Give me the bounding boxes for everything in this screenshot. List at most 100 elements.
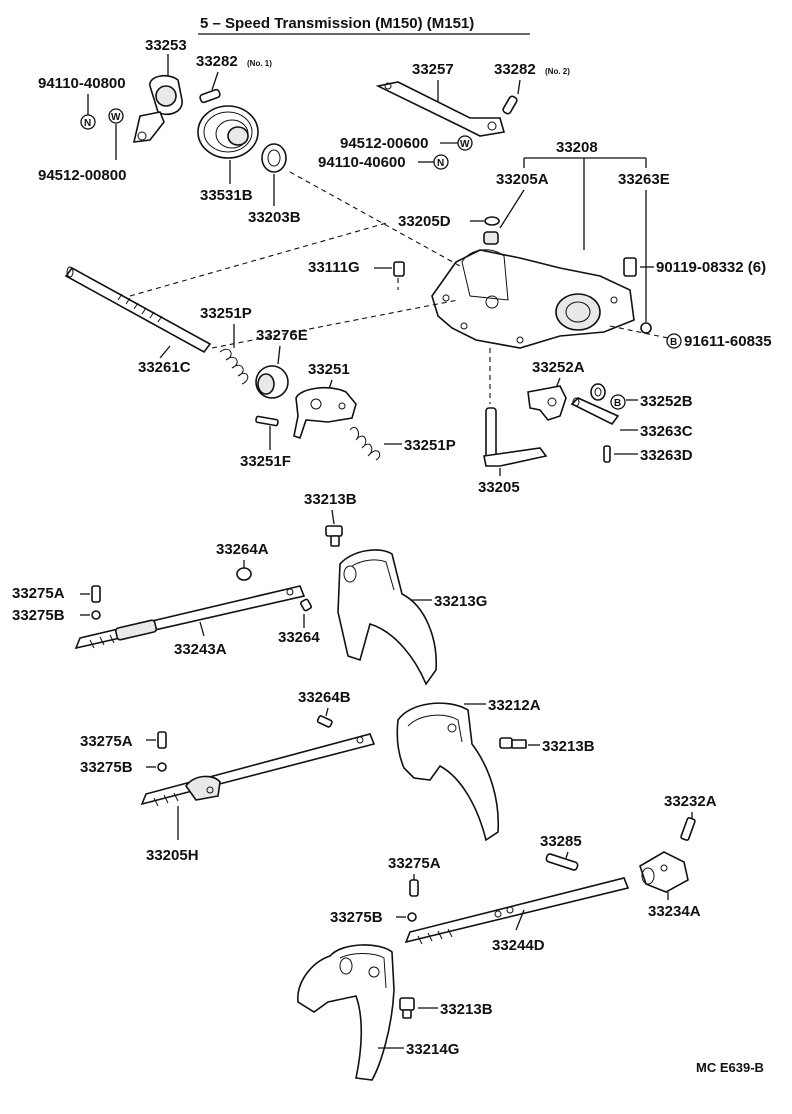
label-33203B: 33203B <box>248 209 301 226</box>
nut-marker-letter-2: N <box>437 158 444 169</box>
nut-marker-icon-2 <box>433 154 449 170</box>
washer-marker-letter: W <box>111 112 121 123</box>
ball-33275B-1 <box>91 610 101 620</box>
seal-33203B <box>261 143 287 173</box>
snap-ring-33205D <box>484 216 500 226</box>
label-33243A: 33243A <box>174 641 227 658</box>
label-33234A: 33234A <box>648 903 701 920</box>
label-33282-no1: 33282 <box>196 53 238 70</box>
label-33205D: 33205D <box>398 213 451 230</box>
boot-33531B <box>197 105 259 159</box>
label-33275B-1: 33275B <box>12 607 65 624</box>
label-33263C: 33263C <box>640 423 693 440</box>
ball-33275B-2 <box>157 762 167 772</box>
leader-33208 <box>523 157 647 250</box>
pin-33282-no2 <box>502 95 518 115</box>
label-94512-00800: 94512-00800 <box>38 167 126 184</box>
label-33276E: 33276E <box>256 327 308 344</box>
bolt-marker-icon-2 <box>610 394 626 410</box>
washer-33252B <box>590 383 606 401</box>
label-33275B-2: 33275B <box>80 759 133 776</box>
label-33212A: 33212A <box>488 697 541 714</box>
label-33282-no1-suffix: (No. 1) <box>247 59 272 68</box>
label-33264A: 33264A <box>216 541 269 558</box>
lever-33257 <box>375 81 506 137</box>
ball-33264A <box>236 567 252 581</box>
label-33205H: 33205H <box>146 847 199 864</box>
head-33234A <box>639 851 689 893</box>
pin-33263D <box>603 445 611 463</box>
bolt-marker-letter-2: B <box>614 398 621 409</box>
pin-33264B <box>316 715 333 728</box>
shaft-33205 <box>483 407 548 467</box>
bushing-33205A <box>483 231 499 245</box>
leader-33243A <box>199 621 205 637</box>
label-90119-08332: 90119-08332 (6) <box>656 259 766 276</box>
lever-33252A <box>527 385 567 421</box>
washer-marker-letter-2: W <box>460 139 470 150</box>
alignment-line-2 <box>129 221 391 297</box>
label-33213G: 33213G <box>434 593 487 610</box>
nut-marker-icon <box>80 114 96 130</box>
drawing-code: MC E639-B <box>696 1060 764 1075</box>
label-33263E: 33263E <box>618 171 670 188</box>
leader-33213B-top <box>331 509 335 525</box>
label-94512-00600: 94512-00600 <box>340 135 428 152</box>
fork-33212A <box>396 702 500 842</box>
label-33232A: 33232A <box>664 793 717 810</box>
spring-33275A-3 <box>409 879 419 897</box>
label-33253: 33253 <box>145 37 187 54</box>
shift-lever-housing-33253 <box>132 74 183 143</box>
leader-33282-no1 <box>211 71 219 91</box>
leader-33205A <box>499 189 525 229</box>
label-33275A-2: 33275A <box>80 733 133 750</box>
label-33251F: 33251F <box>240 453 291 470</box>
label-94110-40600: 94110-40600 <box>318 154 406 171</box>
bolt-90119-08332 <box>623 257 637 277</box>
spring-33275A-1 <box>91 585 101 603</box>
label-33264B: 33264B <box>298 689 351 706</box>
fork-33213G <box>337 549 437 686</box>
fork-33214G <box>297 944 395 1081</box>
plug-33263E <box>640 322 652 334</box>
alignment-line-5 <box>609 325 669 339</box>
ball-33275B-3 <box>407 912 417 922</box>
label-33275B-3: 33275B <box>330 909 383 926</box>
spring-33275A-2 <box>157 731 167 749</box>
label-94110-40800: 94110-40800 <box>38 75 126 92</box>
bolt-33213B-bottom <box>399 997 415 1019</box>
label-33261C: 33261C <box>138 359 191 376</box>
shaft-33261C <box>64 266 212 354</box>
label-33213B-mid: 33213B <box>542 738 595 755</box>
pin-33251F <box>255 415 279 427</box>
label-33244D: 33244D <box>492 937 545 954</box>
label-33213B-bottom: 33213B <box>440 1001 493 1018</box>
label-33251P-bottom: 33251P <box>404 437 456 454</box>
pin-33282-no1 <box>199 88 221 104</box>
label-33251P-top: 33251P <box>200 305 252 322</box>
leader-33264B <box>325 707 329 717</box>
label-33252A: 33252A <box>532 359 585 376</box>
bolt-33111G <box>393 261 405 277</box>
label-33275A-3: 33275A <box>388 855 441 872</box>
pin-33264 <box>299 598 313 612</box>
label-33213B-top: 33213B <box>304 491 357 508</box>
label-33208: 33208 <box>556 139 598 156</box>
label-33111G: 33111G <box>308 259 360 276</box>
shaft-33243A <box>74 585 306 650</box>
label-33275A-1: 33275A <box>12 585 65 602</box>
label-33251: 33251 <box>308 361 350 378</box>
label-33531B: 33531B <box>200 187 253 204</box>
shaft-33244D <box>404 877 630 945</box>
label-91611-60835: 91611-60835 <box>684 333 772 350</box>
label-33285: 33285 <box>540 833 582 850</box>
alignment-line-3 <box>211 299 459 349</box>
label-33205A: 33205A <box>496 171 549 188</box>
label-33257: 33257 <box>412 61 454 78</box>
bolt-33213B-mid <box>499 737 527 749</box>
bolt-marker-letter: B <box>670 337 677 348</box>
leader-33244D <box>515 909 525 931</box>
leader-33282-no2 <box>517 79 521 95</box>
label-33263D: 33263D <box>640 447 693 464</box>
